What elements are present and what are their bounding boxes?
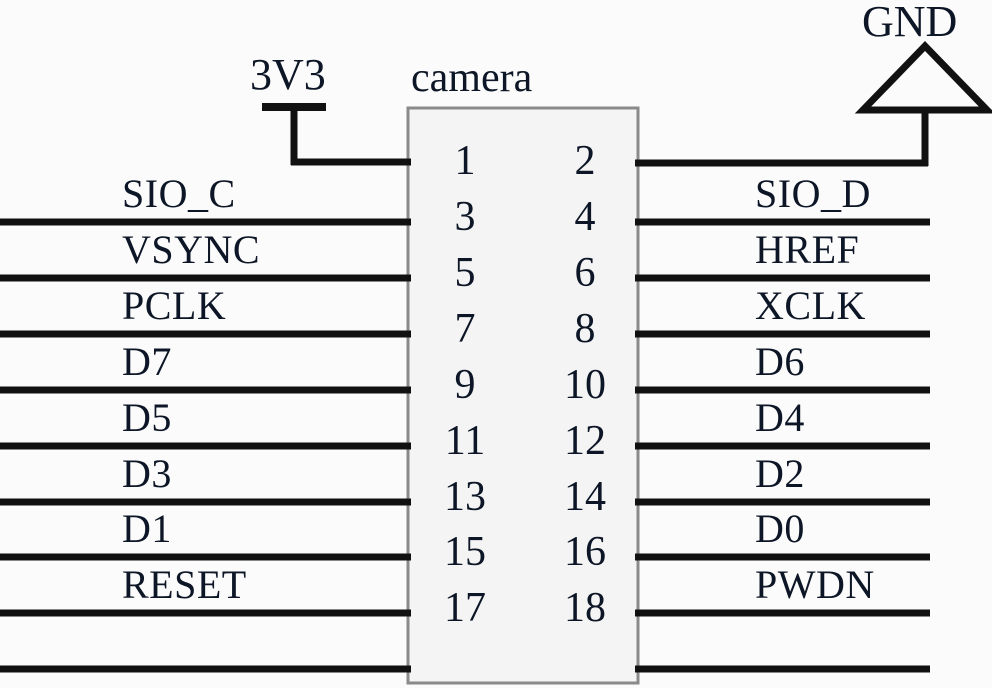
signal-label-d2: D2 (755, 451, 805, 496)
signal-label-reset: RESET (122, 562, 247, 607)
pin-number-15: 15 (444, 529, 486, 575)
pin-number-16: 16 (564, 529, 606, 575)
pin-number-12: 12 (564, 418, 606, 464)
signal-label-d0: D0 (755, 506, 805, 551)
left-signal-wires (0, 218, 411, 673)
right-signal-wires (635, 218, 930, 673)
pin-number-10: 10 (564, 362, 606, 408)
pin-number-3: 3 (454, 194, 476, 240)
pin-number-18: 18 (564, 585, 606, 631)
pin-number-11: 11 (444, 418, 486, 464)
pin-number-5: 5 (454, 250, 476, 296)
pin-number-14: 14 (564, 474, 606, 520)
pin-number-4: 4 (574, 194, 596, 240)
signal-label-d1: D1 (122, 506, 172, 551)
gnd-triangle-icon (854, 40, 992, 114)
pin-number-1: 1 (454, 138, 476, 184)
signal-label-sio-c: SIO_C (122, 171, 236, 216)
signal-label-vsync: VSYNC (122, 227, 261, 272)
gnd-rail-wire (635, 40, 992, 167)
signal-label-d4: D4 (755, 395, 805, 440)
pin-number-17: 17 (444, 585, 486, 631)
pin-number-8: 8 (574, 306, 596, 352)
signal-label-d5: D5 (122, 395, 172, 440)
signal-label-d3: D3 (122, 451, 172, 496)
signal-label-d6: D6 (755, 339, 805, 384)
component-label-camera: camera (411, 55, 533, 101)
pin-number-7: 7 (454, 306, 476, 352)
camera-connector-body[interactable] (406, 106, 640, 685)
signal-label-pwdn: PWDN (755, 562, 875, 607)
signal-label-sio-d: SIO_D (755, 171, 871, 216)
signal-label-d7: D7 (122, 339, 172, 384)
signal-label-pclk: PCLK (122, 283, 227, 328)
pin-number-13: 13 (444, 474, 486, 520)
rail-label-3v3: 3V3 (250, 50, 326, 99)
3v3-rail-wire (262, 103, 411, 166)
pin-number-6: 6 (574, 250, 596, 296)
signal-label-xclk: XCLK (755, 283, 866, 328)
pin-number-2: 2 (574, 138, 596, 184)
signal-label-href: HREF (755, 227, 860, 272)
pin-number-9: 9 (454, 362, 476, 408)
rail-label-gnd: GND (862, 0, 958, 46)
